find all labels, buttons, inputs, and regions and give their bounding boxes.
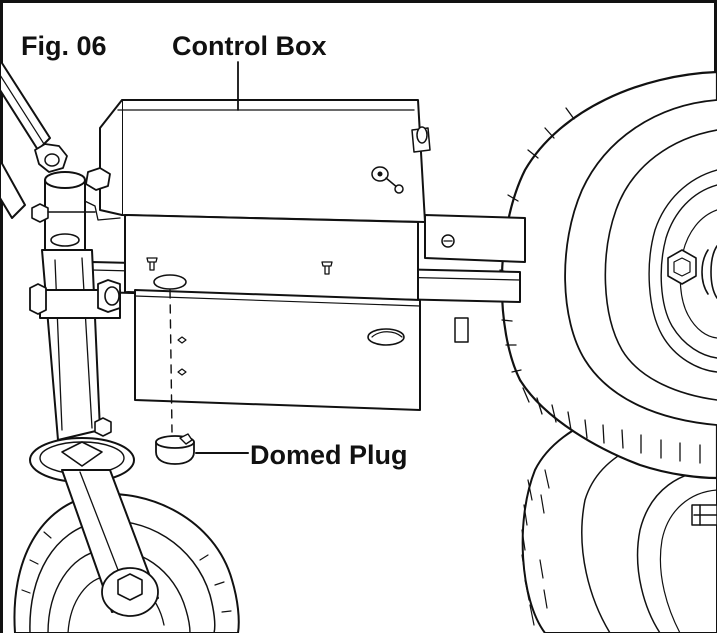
- plug-dash-line: [169, 289, 173, 433]
- domed-plug-label: Domed Plug: [250, 440, 408, 470]
- caster-wheel: [13, 437, 240, 633]
- figure-number: Fig. 06: [21, 31, 107, 61]
- control-box-label: Control Box: [172, 31, 327, 61]
- tow-arm: [0, 59, 121, 221]
- caster-assembly: [29, 143, 121, 441]
- rear-wheel-upper: [499, 70, 717, 480]
- control-box: [99, 99, 431, 301]
- domed-plug: [155, 433, 195, 465]
- lower-enclosure: [134, 274, 421, 411]
